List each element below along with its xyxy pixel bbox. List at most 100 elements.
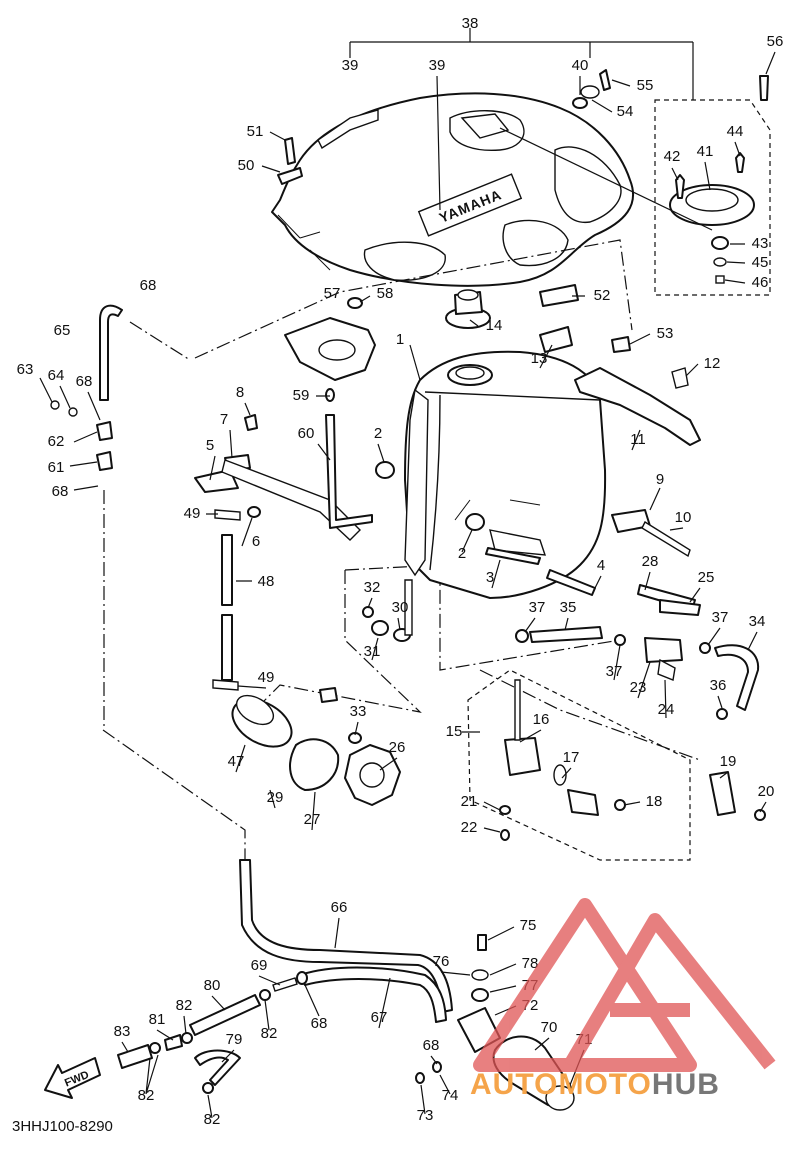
callout-49: 49 [184,505,201,522]
callout-labels: 38 39 39 40 55 56 51 54 44 42 41 50 43 4… [17,15,784,1128]
vent-hose [50,304,123,730]
callout-63: 63 [17,361,34,378]
callout-54: 54 [617,103,634,120]
automotohub-logo-mark [473,898,776,1072]
callout-82: 82 [204,1111,221,1128]
callout-60: 60 [298,425,315,442]
callout-68: 68 [423,1037,440,1054]
callout-81: 81 [149,1011,166,1028]
frame-brackets [194,388,373,541]
callout-35: 35 [560,599,577,616]
small-grommets [362,579,413,642]
callout-80: 80 [204,977,221,994]
callout-58: 58 [377,285,394,302]
callout-22: 22 [461,819,478,836]
callout-37: 37 [712,609,729,626]
callout-29: 29 [267,789,284,806]
callout-69: 69 [251,957,268,974]
callout-48: 48 [258,573,275,590]
callout-75: 75 [520,917,537,934]
callout-30: 30 [392,599,409,616]
callout-55: 55 [637,77,654,94]
callout-70: 70 [541,1019,558,1036]
front-direction-arrow: FWD [44,1057,101,1099]
callout-73: 73 [417,1107,434,1124]
callout-36: 36 [710,677,727,694]
callout-19: 19 [720,753,737,770]
callout-27: 27 [304,811,321,828]
callout-41: 41 [697,143,714,160]
callout-40: 40 [572,57,589,74]
callout-45: 45 [752,254,769,271]
callout-66: 66 [331,899,348,916]
callout-61: 61 [48,459,65,476]
wordmark-primary: AUTOMOTO [470,1068,652,1101]
wordmark-secondary: HUB [651,1068,720,1101]
callout-82: 82 [261,1025,278,1042]
callout-33: 33 [350,703,367,720]
callout-46: 46 [752,274,769,291]
callout-53: 53 [657,325,674,342]
bolts-midside [375,461,691,596]
callout-83: 83 [114,1023,131,1040]
callout-25: 25 [698,569,715,586]
fuel-tank [404,350,607,599]
callout-68: 68 [76,373,93,390]
rear-plate [284,297,376,381]
drain-tube [212,506,261,691]
callout-14: 14 [486,317,503,334]
callout-2: 2 [458,545,466,562]
catalog-code: 3HHJ100-8290 [12,1118,113,1135]
callout-68: 68 [311,1015,328,1032]
callout-37: 37 [606,663,623,680]
callout-62: 62 [48,433,65,450]
callout-37: 37 [529,599,546,616]
callout-42: 42 [664,148,681,165]
callout-39: 39 [342,57,359,74]
callout-34: 34 [749,613,766,630]
callout-5: 5 [206,437,214,454]
cap-assembly-box [499,99,771,296]
callout-82: 82 [138,1087,155,1104]
callout-9: 9 [656,471,664,488]
callout-1: 1 [396,331,404,348]
group-bracket-38 [349,28,694,100]
callout-78: 78 [522,955,539,972]
callout-44: 44 [727,123,744,140]
callout-76: 76 [433,953,450,970]
callout-39: 39 [429,57,446,74]
callout-6: 6 [252,533,260,550]
callout-7: 7 [220,411,228,428]
chain-lines [102,239,701,862]
callout-2: 2 [374,425,382,442]
tank-bracket [574,367,701,446]
callout-4: 4 [597,557,605,574]
callout-59: 59 [293,387,310,404]
callout-32: 32 [364,579,381,596]
callout-31: 31 [364,643,381,660]
callout-20: 20 [758,783,775,800]
lower-small-hoses [117,989,271,1094]
callout-21: 21 [461,793,478,810]
callout-10: 10 [675,509,692,526]
callout-18: 18 [646,793,663,810]
callout-38: 38 [462,15,479,32]
callout-26: 26 [389,739,406,756]
filler-neck [445,289,491,329]
callout-12: 12 [704,355,721,372]
callout-68: 68 [140,277,157,294]
callout-52: 52 [594,287,611,304]
callout-8: 8 [236,384,244,401]
callout-64: 64 [48,367,65,384]
callout-15: 15 [446,723,463,740]
callout-51: 51 [247,123,264,140]
rubber-pads [539,284,631,353]
leader-lines [39,51,776,1119]
callout-65: 65 [54,322,71,339]
callout-28: 28 [642,553,659,570]
callout-82: 82 [176,997,193,1014]
lower-fuel-hoses [239,859,453,1023]
callout-79: 79 [226,1031,243,1048]
